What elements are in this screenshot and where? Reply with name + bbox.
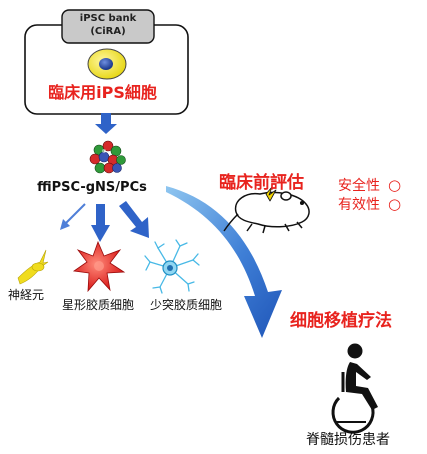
oligodendrocyte-icon (144, 239, 200, 294)
down-arrow-icon (95, 113, 117, 134)
preclinical-title: 臨床前評估 (219, 173, 304, 193)
arrow-to-astrocyte (91, 204, 110, 242)
transplant-label: 细胞移植疗法 (290, 311, 392, 331)
criterion-safety-label: 安全性 (338, 178, 380, 194)
transplant-swoosh-arrow (166, 186, 282, 338)
circle-mark-icon: ○ (388, 195, 402, 213)
arrow-to-neuron (60, 203, 86, 230)
mouse-icon (223, 186, 310, 234)
ipsc-bank-title: iPSC bank (79, 13, 137, 24)
arrow-to-oligodendrocyte (119, 201, 149, 238)
ips-cell-icon (87, 48, 127, 80)
criterion-efficacy-label: 有效性 (338, 197, 380, 213)
neuron-icon (17, 249, 49, 285)
neuron-label: 神経元 (8, 288, 45, 302)
oligodendrocyte-label: 少突胶质细胞 (150, 298, 223, 312)
neurosphere-icon (89, 140, 126, 174)
criterion-safety: 安全性 ○ (338, 177, 401, 195)
clinical-ips-label: 臨床用iPS細胞 (48, 83, 157, 102)
astrocyte-icon (72, 240, 126, 293)
criterion-efficacy: 有效性 ○ (338, 196, 401, 214)
ffi-cells-label: ffiPSC-gNS/PCs (37, 180, 147, 195)
ipsc-bank-subtitle: (CiRA) (90, 26, 126, 37)
ipsc-bank-header (61, 9, 155, 44)
patient-label: 脊髓损伤患者 (306, 432, 390, 448)
astrocyte-label: 星形胶质细胞 (62, 298, 135, 312)
circle-mark-icon: ○ (388, 176, 402, 194)
ipsc-bank-label: iPSC bank (CiRA) (62, 12, 154, 40)
wheelchair-patient-icon (331, 343, 378, 434)
